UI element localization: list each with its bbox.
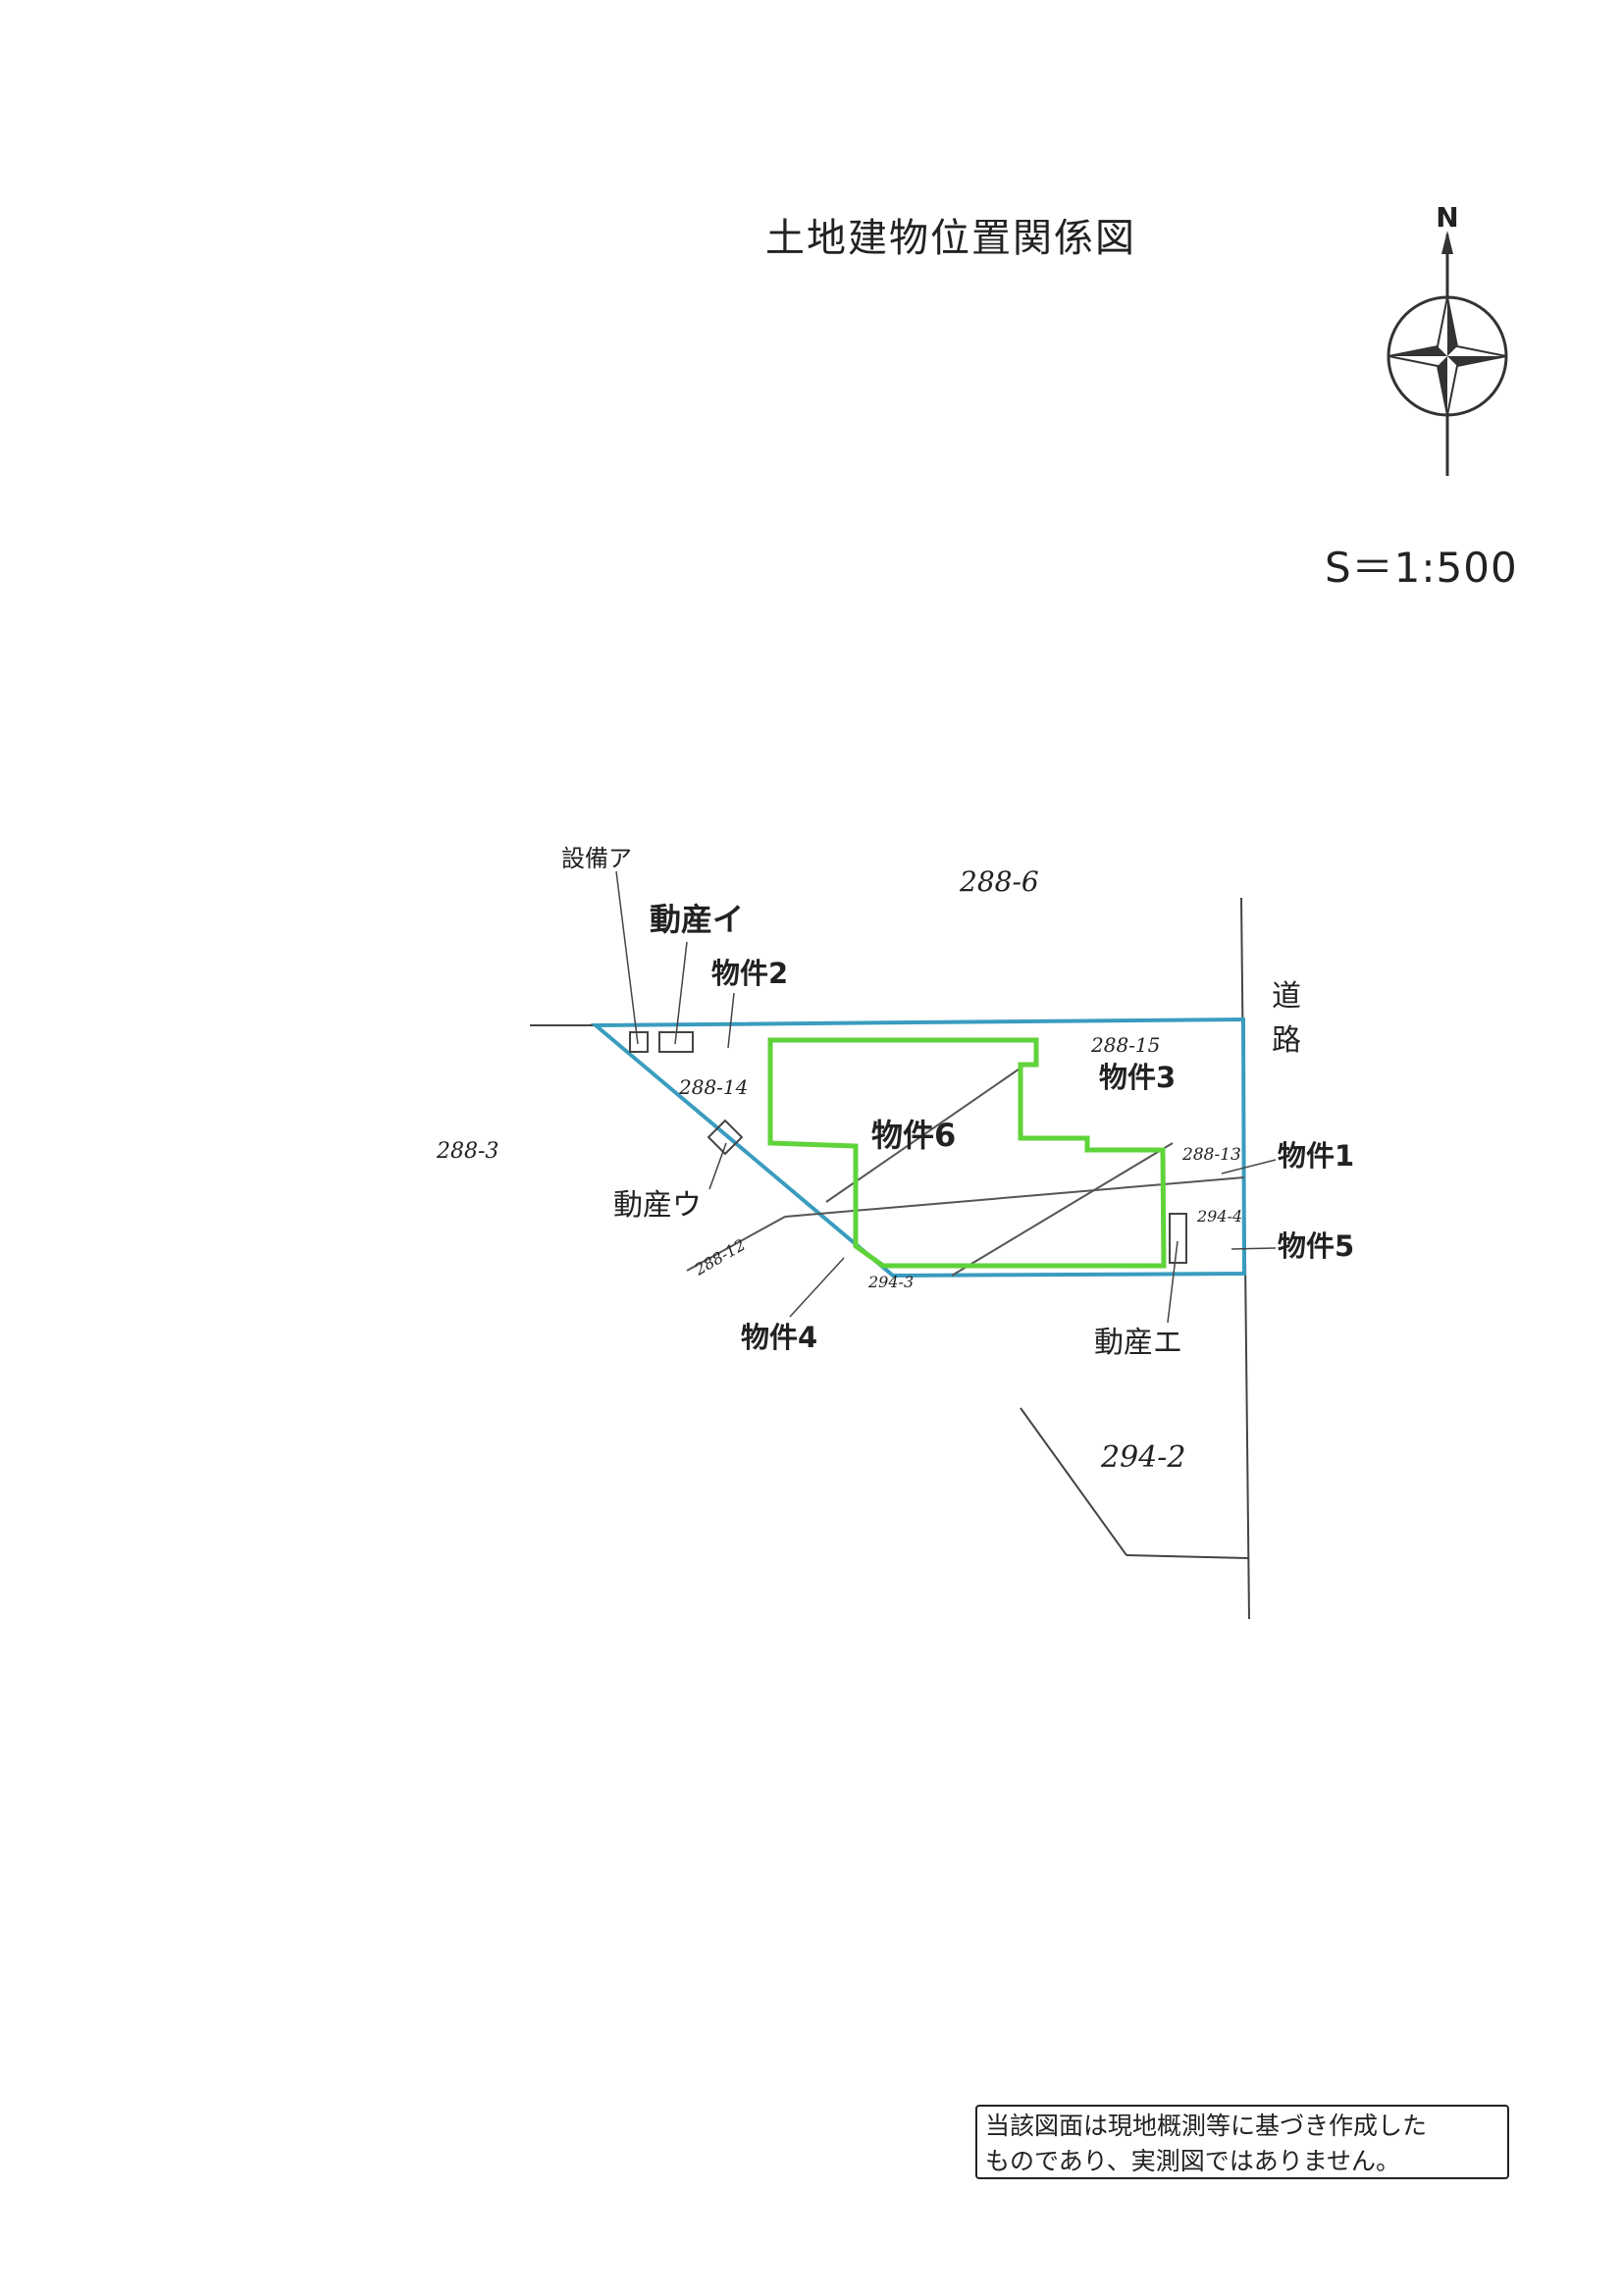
- label-bukken-2: 物件2: [711, 957, 788, 990]
- label-bukken-4: 物件4: [741, 1321, 817, 1354]
- lot-line-294-2: [1020, 1407, 1127, 1556]
- lot-line-b: [951, 1142, 1174, 1277]
- north-label: N: [1436, 201, 1458, 234]
- leader-bukken-5: [1230, 1247, 1277, 1250]
- site-boundary: [590, 1017, 1247, 1278]
- label-road-2: 路: [1272, 1023, 1301, 1058]
- lot-288-3: 288-3: [436, 1139, 498, 1164]
- label-dosan-i: 動産イ: [650, 901, 744, 938]
- lot-line-294-2-bottom: [1126, 1554, 1250, 1559]
- label-dosan-e: 動産エ: [1094, 1326, 1182, 1360]
- leader-bukken-1: [1221, 1159, 1277, 1174]
- movable-e-box: [1169, 1213, 1187, 1264]
- lot-line-a: [825, 1064, 1026, 1203]
- movable-u-box: [707, 1119, 744, 1156]
- label-dosan-u: 動産ウ: [613, 1188, 702, 1223]
- disclaimer-line-2: ものであり、実測図ではありません。: [985, 2147, 1401, 2175]
- leader-dosan-u: [708, 1142, 727, 1190]
- lot-288-6: 288-6: [959, 865, 1039, 898]
- lot-288-15: 288-15: [1090, 1033, 1160, 1057]
- label-bukken-3: 物件3: [1099, 1061, 1176, 1094]
- label-bukken-6: 物件6: [871, 1117, 956, 1154]
- label-bukken-1: 物件1: [1278, 1139, 1354, 1173]
- lot-294-3: 294-3: [867, 1273, 914, 1291]
- building-outline: [767, 1037, 1167, 1269]
- label-road-1: 道: [1272, 979, 1301, 1014]
- leader-dosan-i: [674, 941, 688, 1045]
- equipment-a-box: [629, 1031, 649, 1053]
- label-bukken-5: 物件5: [1278, 1229, 1354, 1263]
- scale-label: S＝1:500: [1325, 544, 1518, 592]
- lot-288-13: 288-13: [1181, 1145, 1241, 1165]
- disclaimer-note: 当該図面は現地概測等に基づき作成した ものであり、実測図ではありません。: [975, 2105, 1509, 2179]
- leader-bukken-2: [727, 992, 735, 1049]
- lot-294-2: 294-2: [1100, 1440, 1185, 1475]
- disclaimer-line-1: 当該図面は現地概測等に基づき作成した: [985, 2112, 1428, 2140]
- lot-294-4: 294-4: [1196, 1207, 1242, 1226]
- north-arrow-compass-icon: N: [1387, 201, 1508, 476]
- lot-line-c: [784, 1176, 1245, 1218]
- lot-288-14: 288-14: [678, 1075, 748, 1099]
- leader-setsubi-a: [615, 870, 639, 1045]
- lot-line-d: [686, 1216, 786, 1272]
- leader-dosan-e: [1167, 1240, 1178, 1324]
- leader-bukken-4: [789, 1257, 845, 1318]
- lot-288-12: 288-12: [691, 1235, 749, 1279]
- label-setsubi-a: 設備ア: [561, 845, 632, 872]
- page-title: 土地建物位置関係図: [765, 216, 1136, 261]
